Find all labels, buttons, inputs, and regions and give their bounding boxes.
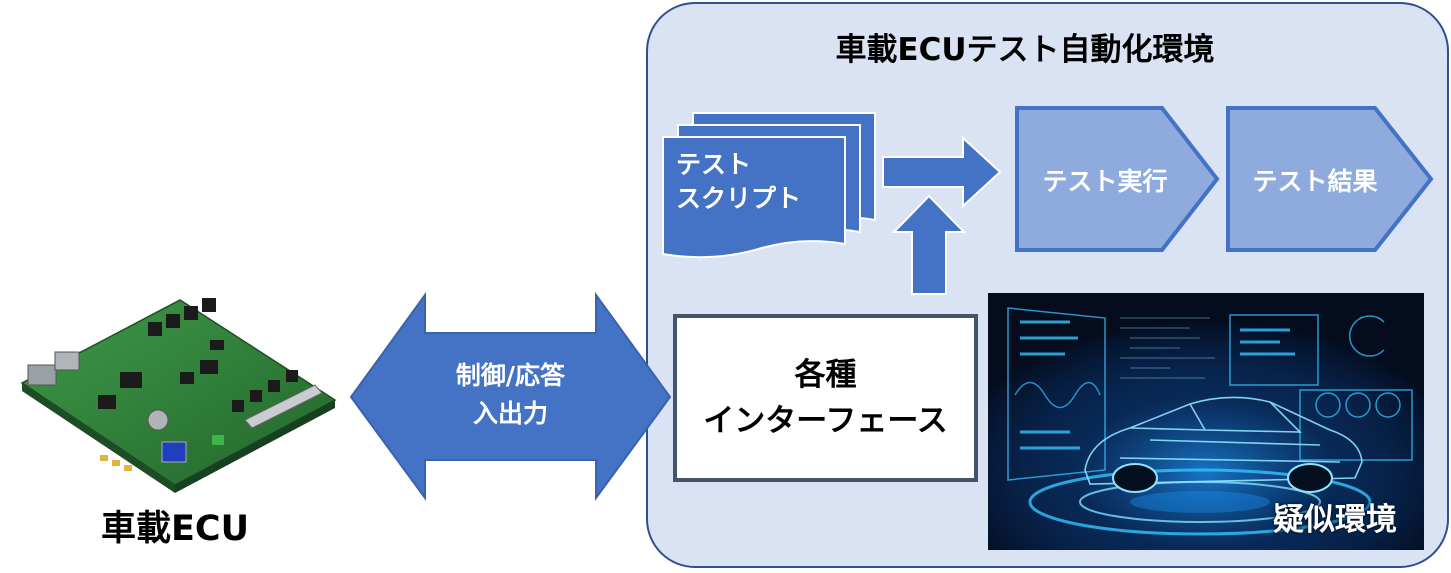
io-arrow-label: 制御/応答 入出力 <box>420 357 601 433</box>
test-script-label-line1: テスト <box>676 150 752 179</box>
interface-label: 各種 インターフェース <box>675 352 976 444</box>
simulated-environment-label: 疑似環境 <box>1273 502 1397 538</box>
simulated-environment-image <box>988 293 1424 550</box>
interface-label-line2: インターフェース <box>703 403 948 439</box>
test-script-document-icon <box>662 112 876 259</box>
environment-title: 車載ECUテスト自動化環境 <box>835 32 1215 68</box>
ecu-circuit-board-image <box>20 298 337 493</box>
io-arrow-label-line2: 入出力 <box>472 399 548 428</box>
control-response-double-arrow <box>349 291 672 502</box>
interface-box <box>673 314 978 482</box>
test-script-label: テスト スクリプト <box>676 148 801 216</box>
script-to-exec-arrow <box>882 135 1002 209</box>
ecu-label: 車載ECU <box>100 509 249 549</box>
test-result-label: テスト結果 <box>1252 167 1378 196</box>
test-exec-label: テスト実行 <box>1042 167 1168 196</box>
test-exec-chevron <box>1015 106 1220 252</box>
interface-label-line1: 各種 <box>794 357 857 393</box>
test-script-label-line2: スクリプト <box>676 184 802 213</box>
interface-to-exec-arrow <box>891 194 967 295</box>
io-arrow-label-line1: 制御/応答 <box>455 361 566 390</box>
test-result-chevron <box>1226 106 1434 252</box>
